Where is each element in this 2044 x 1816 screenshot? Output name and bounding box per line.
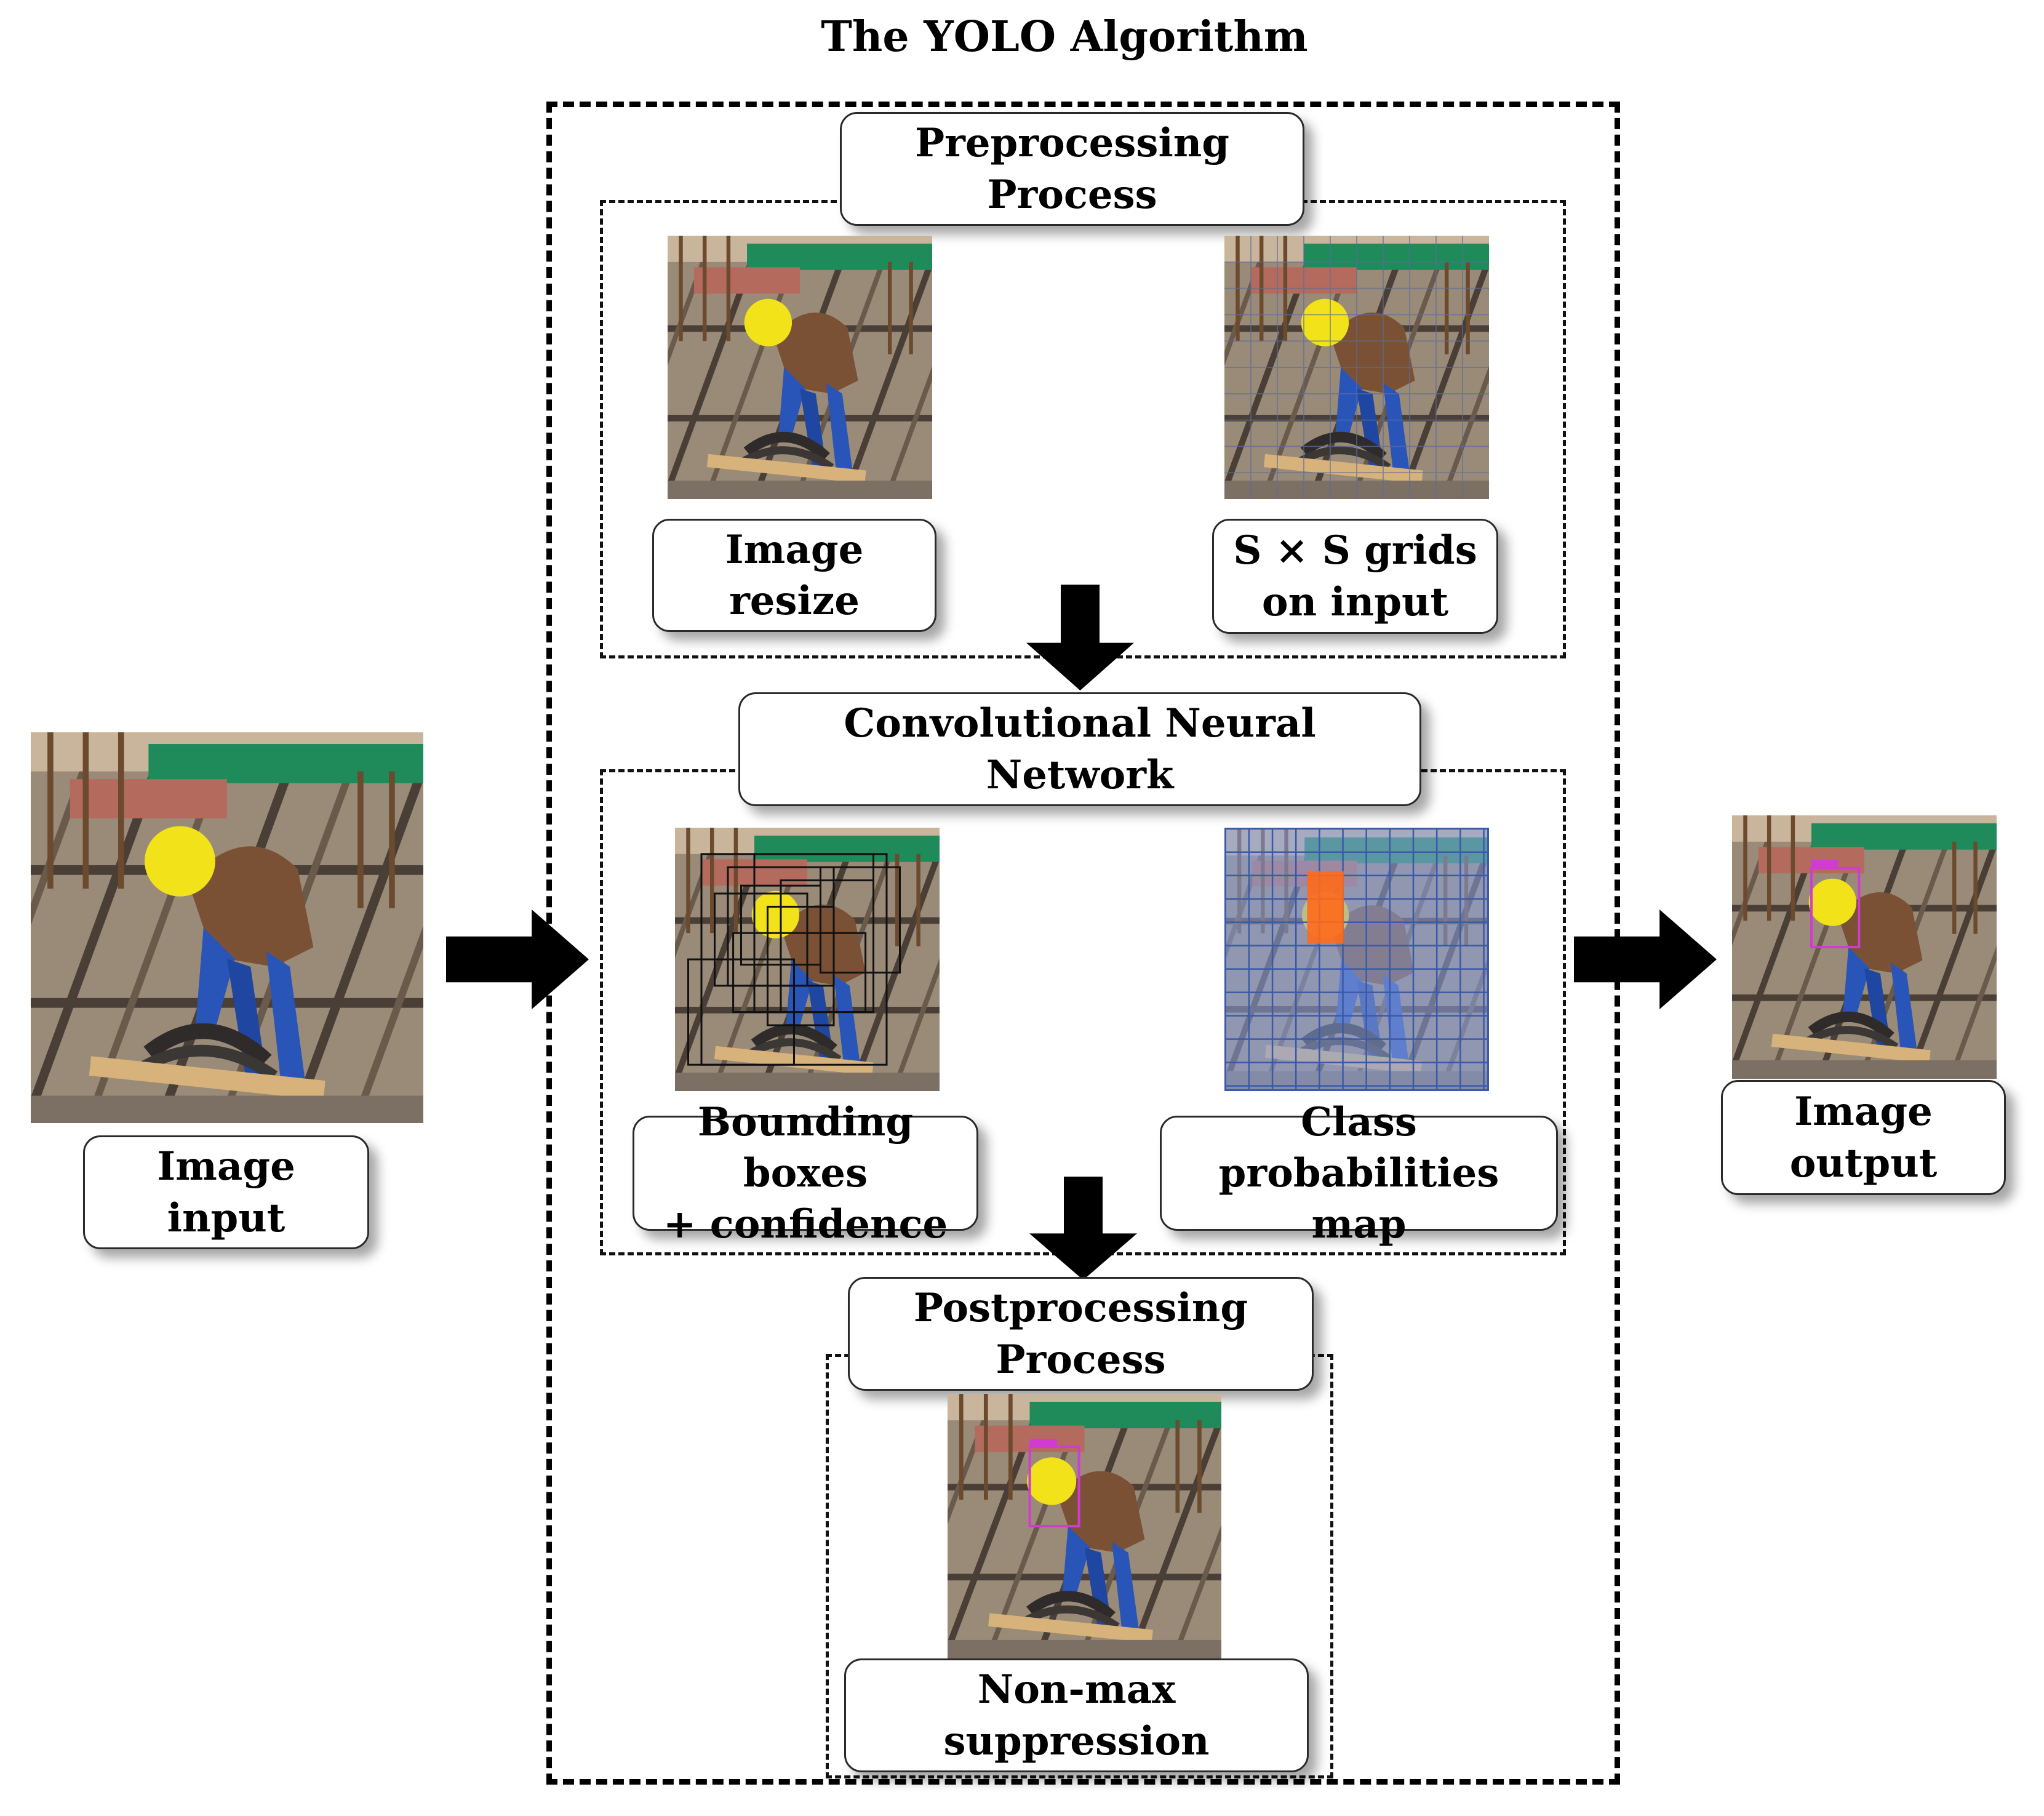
worker-photo	[668, 236, 932, 499]
non-max-suppression-label: Non-max suppression	[844, 1658, 1309, 1772]
grids-on-input-label: S × S grids on input	[1212, 519, 1498, 634]
bbox-line-2: + confidence	[663, 1201, 948, 1248]
image-input-label: Image input	[83, 1135, 369, 1249]
class-line-2: map	[1311, 1201, 1407, 1248]
preprocessing-process-label: Preprocessing Process	[840, 112, 1304, 226]
output-image	[1732, 815, 1997, 1079]
class-line-1: Class probabilities	[1218, 1098, 1499, 1196]
diagram-title: The YOLO Algorithm	[821, 12, 1308, 62]
cnn-label: Convolutional Neural Network	[738, 692, 1421, 806]
worker-photo-with-boxes	[675, 828, 940, 1091]
grids-line-1: S × S grids	[1233, 527, 1477, 574]
bbox-line-1: Bounding boxes	[697, 1098, 914, 1196]
bounding-boxes-label: Bounding boxes + confidence	[633, 1099, 978, 1247]
resized-image	[668, 236, 932, 499]
worker-photo-nms	[948, 1394, 1221, 1658]
image-resize-label: Image resize	[652, 519, 936, 632]
worker-photo-class-map	[1226, 830, 1487, 1089]
worker-photo-detected	[1732, 815, 1997, 1079]
arrow-right-icon	[446, 910, 589, 1009]
postprocessing-process-label: Postprocessing Process	[848, 1277, 1314, 1391]
worker-photo-with-grid	[1224, 236, 1489, 499]
worker-photo	[31, 732, 423, 1123]
arrow-right-icon	[1574, 910, 1717, 1009]
class-probabilities-label: Class probabilities map	[1160, 1099, 1558, 1247]
class-probabilities-image	[1224, 828, 1489, 1091]
input-image	[31, 732, 423, 1123]
arrow-down-icon	[1026, 585, 1134, 690]
image-output-label: Image output	[1721, 1080, 2006, 1195]
arrow-down-icon	[1029, 1177, 1137, 1280]
bounding-boxes-image	[675, 828, 940, 1091]
nms-image	[948, 1394, 1221, 1658]
grids-line-2: on input	[1261, 578, 1449, 625]
grid-image	[1224, 236, 1489, 499]
